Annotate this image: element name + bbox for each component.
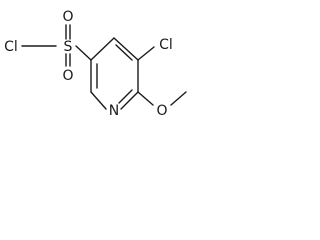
- atom-label-oxygen-methoxy: O: [156, 103, 167, 119]
- bond-o-ch3: [170, 91, 187, 106]
- atom-label-oxygen-lower: O: [62, 68, 73, 84]
- atom-label-oxygen-upper: O: [62, 9, 73, 25]
- bond-c4-c5: [113, 37, 139, 61]
- atom-labels: Cl S O O Cl N O: [4, 9, 173, 119]
- atom-label-nitrogen: N: [109, 103, 119, 119]
- bond-c5-cl: [137, 46, 155, 61]
- atom-label-cl-sulfonyl: Cl: [4, 39, 18, 55]
- bonds: [21, 24, 187, 110]
- bond-c4-c5-inner: [115, 44, 133, 61]
- bond-c6-n: [120, 91, 139, 110]
- structure-diagram: Cl S O O Cl N O: [4, 9, 187, 119]
- atom-label-sulfur: S: [64, 39, 73, 55]
- bond-s-ring: [75, 45, 92, 61]
- bond-c6-n-inner: [118, 89, 133, 104]
- bond-c3-c4: [90, 37, 115, 61]
- atom-label-cl-ring: Cl: [159, 37, 173, 53]
- bond-n-c2: [90, 91, 107, 110]
- bond-c6-o: [137, 91, 154, 106]
